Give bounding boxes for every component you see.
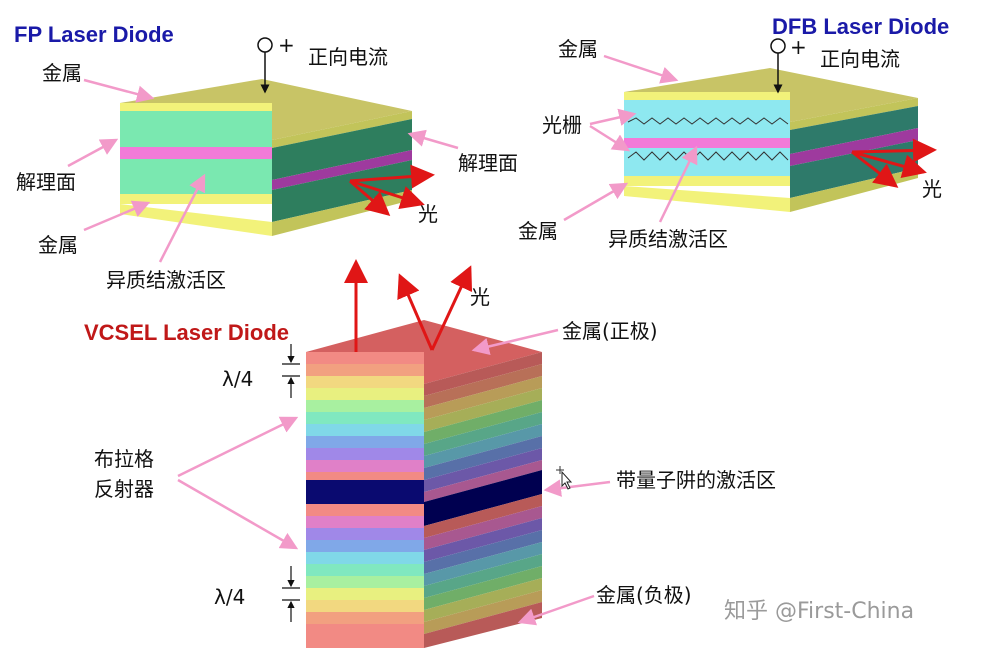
dfb-active-label: 异质结激活区	[608, 227, 728, 251]
vcsel-light-label: 光	[470, 285, 490, 309]
dfb-metal-top-label: 金属	[558, 37, 598, 61]
vcsel-lambda-top-marker	[282, 344, 300, 398]
vcsel-side-face	[424, 352, 542, 648]
vcsel-title: VCSEL Laser Diode	[84, 320, 289, 345]
fp-light-arrows	[349, 164, 435, 216]
dfb-grating-pointer-upper	[589, 108, 637, 126]
dfb-metal-top-pointer	[603, 54, 679, 84]
vcsel-group: VCSEL Laser Diode	[84, 259, 776, 648]
fp-metal-top-label: 金属	[42, 61, 82, 85]
dfb-grating-pointer-lower	[589, 124, 631, 152]
vcsel-metal-top-label: 金属(正极)	[562, 319, 658, 343]
dfb-current-source-icon	[770, 38, 786, 54]
dfb-grating-label: 光栅	[542, 113, 582, 137]
fp-light-label: 光	[418, 202, 438, 226]
fp-metal-bottom-pointer	[83, 200, 151, 232]
dfb-grating-upper	[627, 117, 789, 125]
fp-cleave-left-label: 解理面	[16, 170, 76, 194]
dfb-front-face	[624, 92, 790, 186]
dfb-metal-bottom-pointer	[563, 182, 629, 222]
dfb-active-pointer	[658, 145, 698, 223]
vcsel-dbr-label-line1: 布拉格	[94, 447, 154, 471]
dfb-metal-bottom-label: 金属	[518, 219, 558, 243]
watermark: 知乎 @First-China	[724, 599, 914, 624]
dfb-light-arrows	[851, 138, 937, 188]
dfb-plus-sign: +	[790, 35, 807, 59]
fp-cleave-right-label: 解理面	[458, 151, 518, 175]
vcsel-metal-bottom-label: 金属(负极)	[596, 583, 692, 607]
dfb-grating-lower	[627, 151, 789, 161]
vcsel-lambda-top-label: λ/4	[222, 367, 253, 391]
fp-laser-group: FP Laser Diode + 正向电流 金属 解理面	[14, 22, 518, 292]
fp-front-face	[120, 103, 272, 204]
vcsel-active-pointer	[543, 479, 611, 497]
fp-current-source-icon	[257, 37, 273, 53]
fp-cleave-left-pointer	[67, 138, 119, 168]
vcsel-metal-bottom-pointer	[517, 594, 595, 626]
fp-plus-sign: +	[278, 33, 295, 57]
fp-active-pointer	[158, 173, 206, 263]
move-cursor-icon	[556, 466, 573, 490]
vcsel-light-arrows	[344, 259, 473, 352]
vcsel-dbr-label-line2: 反射器	[94, 477, 154, 501]
dfb-title: DFB Laser Diode	[772, 14, 949, 39]
vcsel-metal-top-pointer	[471, 328, 559, 356]
fp-metal-top-pointer	[83, 78, 155, 103]
dfb-front-bottom	[624, 186, 790, 212]
fp-active-label: 异质结激活区	[106, 268, 226, 292]
fp-title: FP Laser Diode	[14, 22, 174, 47]
fp-front-bottom	[120, 204, 272, 236]
vcsel-lambda-bottom-marker	[282, 566, 300, 622]
vcsel-dbr-pointer-upper	[177, 416, 299, 478]
dfb-laser-group: DFB Laser Diode + 正向电流 金属 光栅 金属	[518, 14, 949, 251]
vcsel-dbr-pointer-lower	[177, 478, 299, 550]
fp-cleave-right-pointer	[407, 129, 459, 150]
vcsel-front-face	[306, 352, 424, 648]
dfb-current-label: 正向电流	[820, 47, 900, 71]
dfb-light-label: 光	[922, 177, 942, 201]
fp-metal-bottom-label: 金属	[38, 233, 78, 257]
fp-current-label: 正向电流	[308, 45, 388, 69]
vcsel-lambda-bottom-label: λ/4	[214, 585, 245, 609]
vcsel-active-label: 带量子阱的激活区	[616, 468, 776, 492]
